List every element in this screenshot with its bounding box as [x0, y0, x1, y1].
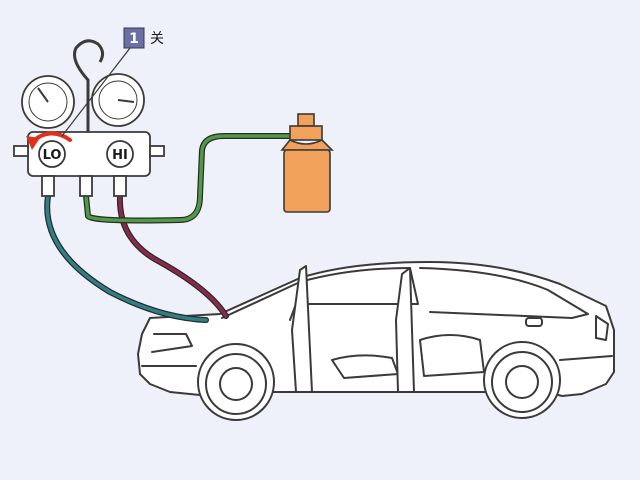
cylinder-valve-top — [297, 113, 315, 127]
low-side-port — [41, 175, 55, 197]
high-side-port — [113, 175, 127, 197]
car-rear-hub — [505, 365, 539, 399]
gauge-hanger-hook — [73, 39, 105, 132]
hoses — [44, 133, 295, 323]
low-side-valve-knob — [38, 140, 66, 168]
car-taillight — [595, 315, 609, 341]
car-bumper-line — [141, 355, 613, 367]
manifold-gauge-set — [13, 39, 165, 197]
cylinder-valve-nut — [289, 125, 323, 141]
left-side-fitting — [13, 145, 29, 157]
charge-port — [79, 175, 93, 197]
low-side-label: LO — [43, 148, 62, 163]
refrigerant-cylinder — [280, 113, 334, 213]
car-rear-window — [419, 267, 589, 319]
callout-number: 1 — [129, 31, 139, 47]
callout-number-box — [123, 27, 145, 49]
cylinder-body — [283, 149, 331, 213]
car-front-hub — [219, 367, 253, 401]
car — [137, 261, 615, 421]
car-door-rear — [395, 267, 415, 393]
callout-text: 关 — [150, 31, 164, 47]
cylinder-shoulder — [280, 138, 334, 151]
low-pressure-hose — [45, 194, 208, 322]
car-door-front — [291, 265, 313, 393]
high-gauge-needle — [117, 99, 135, 103]
high-side-valve-knob — [106, 140, 134, 168]
high-side-label: HI — [112, 148, 128, 163]
car-headlight — [151, 333, 193, 353]
valve-close-arrow-icon — [26, 131, 72, 150]
charge-hose — [84, 134, 294, 223]
low-gauge-needle — [37, 87, 49, 103]
car-seat-back — [419, 334, 485, 377]
car-door-handle — [525, 317, 543, 327]
right-side-fitting — [149, 145, 165, 157]
callout-leader-line — [61, 47, 131, 137]
high-pressure-hose — [118, 194, 228, 318]
